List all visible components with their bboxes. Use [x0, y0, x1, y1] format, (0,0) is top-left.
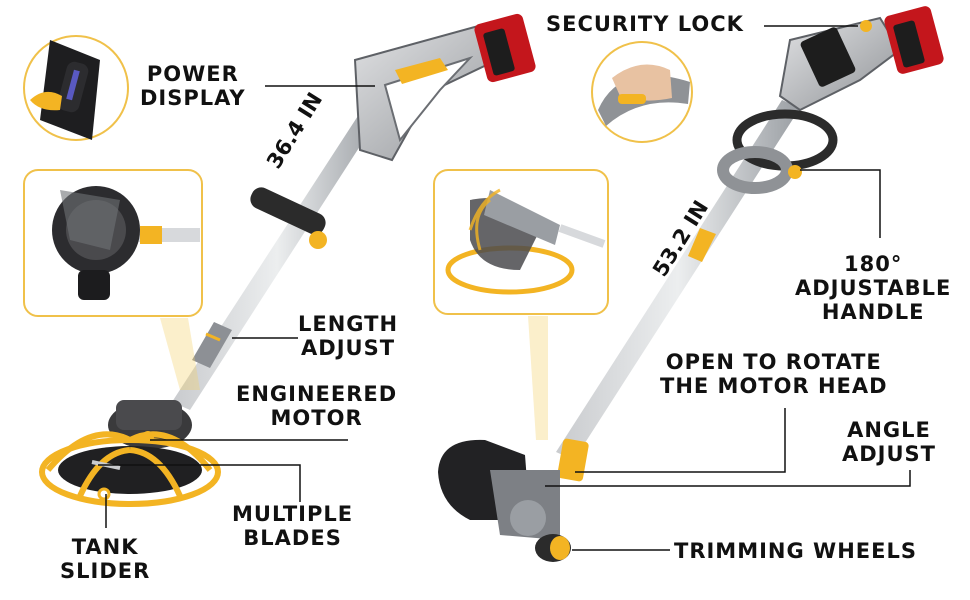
motor-head-closeup-callout: [433, 169, 609, 440]
label-line: ADJUSTABLE: [795, 276, 952, 300]
label-line: DISPLAY: [140, 86, 246, 110]
left-trimmer: [39, 13, 536, 507]
label-power-display: POWER DISPLAY: [140, 62, 246, 110]
label-security-lock: SECURITY LOCK: [546, 12, 744, 36]
label-line: POWER: [146, 62, 239, 86]
label-length-adjust: LENGTH ADJUST: [298, 312, 398, 360]
label-line: THE MOTOR HEAD: [660, 374, 888, 398]
label-line: BLADES: [243, 526, 342, 550]
label-rotate-motor-head: OPEN TO ROTATE THE MOTOR HEAD: [660, 350, 888, 398]
security-lock-callout: [591, 41, 693, 143]
label-line: TANK: [71, 535, 139, 559]
label-line: OPEN TO ROTATE: [665, 350, 882, 374]
label-multiple-blades: MULTIPLE BLADES: [232, 502, 353, 550]
trimming-wheel: [535, 534, 571, 562]
right-edger: [438, 6, 944, 562]
label-line: ENGINEERED: [236, 382, 398, 406]
left-guard: [58, 446, 202, 494]
power-display-callout: [23, 35, 129, 141]
label-adjustable-handle: 180° ADJUSTABLE HANDLE: [795, 252, 951, 324]
guard-closeup-callout: [23, 169, 203, 390]
left-length-collar: [192, 322, 232, 368]
label-line: LENGTH: [298, 312, 399, 336]
label-line: ADJUST: [842, 442, 936, 466]
leader-lines: [98, 25, 911, 551]
label-line: MULTIPLE: [232, 502, 354, 526]
label-line: MOTOR: [270, 406, 363, 430]
left-front-handle: [250, 187, 326, 235]
label-line: 180°: [844, 252, 903, 276]
label-line: SLIDER: [60, 559, 151, 583]
label-trimming-wheels: TRIMMING WHEELS: [674, 539, 917, 563]
label-engineered-motor: ENGINEERED MOTOR: [236, 382, 397, 430]
label-angle-adjust: ANGLE ADJUST: [842, 418, 936, 466]
label-line: HANDLE: [821, 300, 925, 324]
label-tank-slider: TANK SLIDER: [60, 535, 150, 583]
left-trigger: [395, 58, 448, 84]
label-line: ANGLE: [847, 418, 931, 442]
label-line: ADJUST: [301, 336, 396, 360]
